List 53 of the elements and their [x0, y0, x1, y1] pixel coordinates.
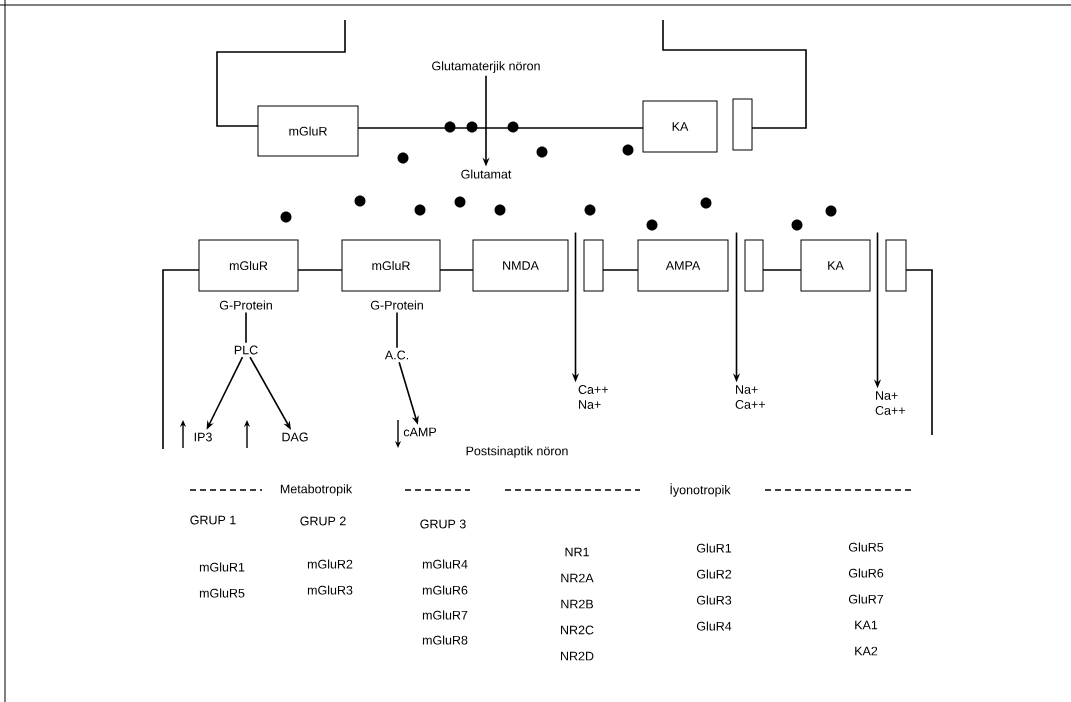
- label-text: KA2: [855, 646, 878, 656]
- label-text: GluR3: [696, 595, 732, 605]
- label-text: GRUP 2: [300, 516, 346, 526]
- label-text: mGluR4: [422, 559, 468, 569]
- label-text: NR2B: [561, 599, 593, 609]
- node-text: cAMP: [403, 427, 436, 437]
- label-text: mGluR6: [422, 585, 468, 595]
- receptor-box: KA: [800, 239, 871, 292]
- node-text: Glutamaterjik nöron: [432, 61, 540, 73]
- connector-line: [245, 311, 247, 344]
- channel-box: [885, 239, 907, 292]
- label-text: NR2D: [561, 651, 594, 661]
- receptor-box: AMPA: [637, 239, 729, 292]
- channel-box: [732, 98, 753, 151]
- label-text: mGluR5: [199, 588, 245, 598]
- receptor-box: KA: [642, 100, 718, 153]
- node-text: G-Protein: [370, 300, 423, 310]
- node-text: PLC: [234, 345, 258, 355]
- node-text: DAG: [282, 432, 308, 442]
- label-text: Postsinaptik nöron: [466, 446, 568, 458]
- label-text: mGluR3: [307, 585, 353, 595]
- receptor-box: NMDA: [472, 239, 569, 292]
- receptor-box: mGluR: [198, 239, 299, 292]
- channel-box: [583, 239, 604, 292]
- channel-box: [744, 239, 764, 292]
- label-text: GluR6: [848, 568, 884, 578]
- label-text: GluR1: [696, 543, 732, 553]
- label-text: GRUP 3: [420, 519, 466, 529]
- label-text: Metabotropik: [280, 484, 353, 496]
- receptor-box: mGluR: [341, 239, 441, 292]
- node-text: IP3: [194, 432, 212, 442]
- node-text: Na+ Ca++: [735, 385, 765, 409]
- label-text: mGluR8: [422, 635, 468, 645]
- label-text: mGluR7: [422, 610, 468, 620]
- connector-line: [396, 311, 398, 349]
- receptor-box: mGluR: [257, 105, 359, 157]
- node-text: Ca++ Na+: [578, 385, 608, 409]
- node-text: A.C.: [384, 350, 408, 360]
- node-text: Na+ Ca++: [875, 391, 905, 415]
- label-text: GluR4: [696, 621, 732, 631]
- label-text: GluR5: [848, 542, 884, 552]
- label-text: GRUP 1: [190, 515, 236, 525]
- label-text: mGluR1: [199, 562, 245, 572]
- label-text: NR1: [565, 547, 589, 557]
- label-text: GluR7: [848, 594, 884, 604]
- label-text: NR2C: [561, 625, 594, 635]
- label-text: KA1: [855, 620, 878, 630]
- label-text: İyonotropik: [670, 483, 731, 497]
- label-text: GluR2: [696, 569, 732, 579]
- node-text: G-Protein: [219, 300, 272, 310]
- label-text: mGluR2: [307, 559, 353, 569]
- label-text: NR2A: [561, 573, 594, 583]
- node-text: Glutamat: [461, 169, 512, 179]
